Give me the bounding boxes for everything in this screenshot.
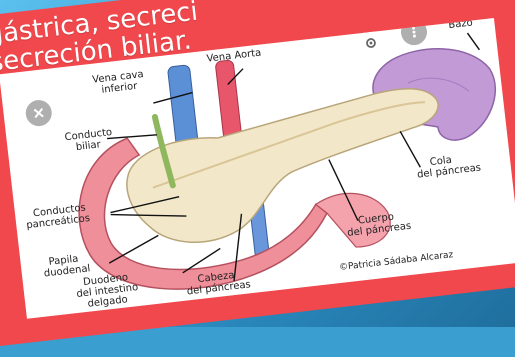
more-icon [407,24,421,39]
lens-icon [363,35,378,50]
background: gástrica, secreci secreción biliar. [0,0,515,327]
close-icon [32,106,45,119]
